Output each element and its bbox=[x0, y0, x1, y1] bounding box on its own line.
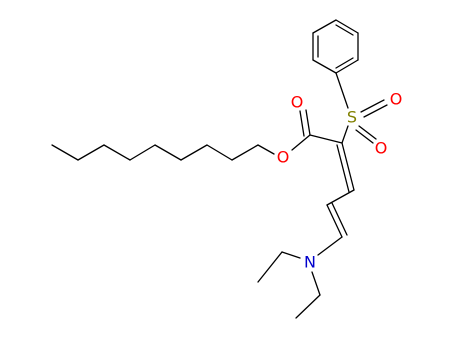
oxygen-carbonyl-label: O bbox=[291, 93, 304, 112]
bonds bbox=[51, 19, 388, 319]
bond-sulfur-carbon bbox=[341, 125, 349, 144]
chain-bond bbox=[129, 144, 156, 161]
atom-labels: O O S O O N bbox=[277, 90, 403, 272]
chain-bond bbox=[295, 294, 321, 319]
ring-bond bbox=[335, 59, 359, 74]
bond-s-o-double bbox=[363, 104, 388, 118]
bond-n-c bbox=[281, 251, 301, 259]
bond-c-c bbox=[326, 189, 355, 206]
oxygen-sulfonyl-label: O bbox=[375, 139, 388, 158]
bond-ring-sulfur bbox=[335, 72, 349, 109]
bond-o-c bbox=[257, 144, 275, 155]
bond-c-c-double bbox=[331, 202, 348, 236]
bond-c-c-double bbox=[336, 144, 350, 193]
chain-bond bbox=[206, 144, 233, 161]
bond-c-o-double bbox=[299, 110, 305, 137]
bond-c-c-double bbox=[326, 204, 343, 238]
bond-c-o bbox=[291, 134, 311, 151]
chain-bond bbox=[231, 144, 259, 161]
ring-double-bond bbox=[335, 57, 354, 69]
oxygen-sulfonyl-label: O bbox=[390, 90, 403, 109]
bond-c-c bbox=[309, 134, 343, 144]
chain-bond bbox=[154, 144, 182, 161]
ring-bond bbox=[312, 19, 337, 34]
bond-s-o-double bbox=[360, 99, 385, 113]
bond-c-n bbox=[317, 236, 343, 256]
chain-bond bbox=[51, 144, 79, 161]
chain-bond bbox=[77, 144, 105, 161]
chain-bond bbox=[257, 251, 283, 283]
oxygen-ester-label: O bbox=[277, 148, 290, 167]
bond-s-o-double bbox=[355, 129, 374, 144]
ring-bond bbox=[312, 59, 337, 74]
ring-double-bond bbox=[335, 24, 354, 36]
bond-s-o-double bbox=[358, 125, 377, 140]
bond-c-c-double bbox=[341, 142, 355, 191]
bond-c-o-double bbox=[305, 109, 311, 136]
chain-bond bbox=[103, 144, 131, 161]
nitrogen-label: N bbox=[304, 253, 316, 272]
bond-n-c bbox=[311, 271, 321, 296]
sulfur-label: S bbox=[347, 108, 357, 127]
ring-bond bbox=[335, 19, 359, 34]
chain-bond bbox=[180, 144, 208, 161]
